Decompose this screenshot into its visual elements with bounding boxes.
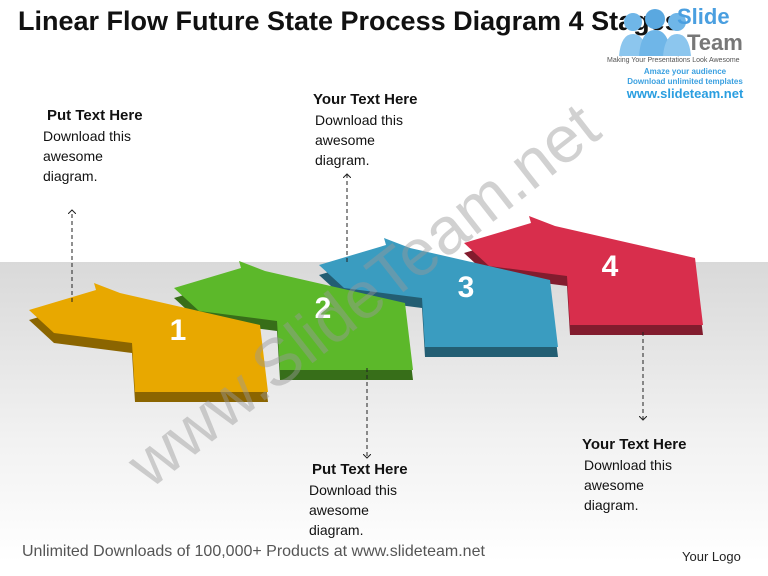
stage-number: 2 [315,292,332,325]
your-logo: Your Logo [682,549,741,564]
stage-face [29,283,268,392]
callout-3: Put Text Here Download this awesome diag… [309,461,408,538]
stage-3-arrow: 3 [319,238,558,357]
callout-2: Your Text Here Download this awesome dia… [313,91,418,168]
stage-4-arrow: 4 [464,216,703,335]
slideteam-logo: Slide Team Making Your Presentations Loo… [607,4,744,101]
stage-face [464,216,703,325]
callout-1: Put Text Here Download this awesome diag… [43,107,143,184]
people-icon [619,9,691,56]
stage-face [319,238,558,347]
stage-face [174,261,413,370]
stage-number: 4 [602,250,619,283]
stage-1-arrow: 1 [29,283,268,402]
footer-text: Unlimited Downloads of 100,000+ Products… [22,543,485,560]
callout-4: Your Text Here Download this awesome dia… [582,436,687,513]
slide-title: Linear Flow Future State Process Diagram… [18,6,680,36]
stage-number: 1 [170,314,187,347]
stage-number: 3 [458,271,475,304]
stage-2-arrow: 2 [174,261,413,380]
